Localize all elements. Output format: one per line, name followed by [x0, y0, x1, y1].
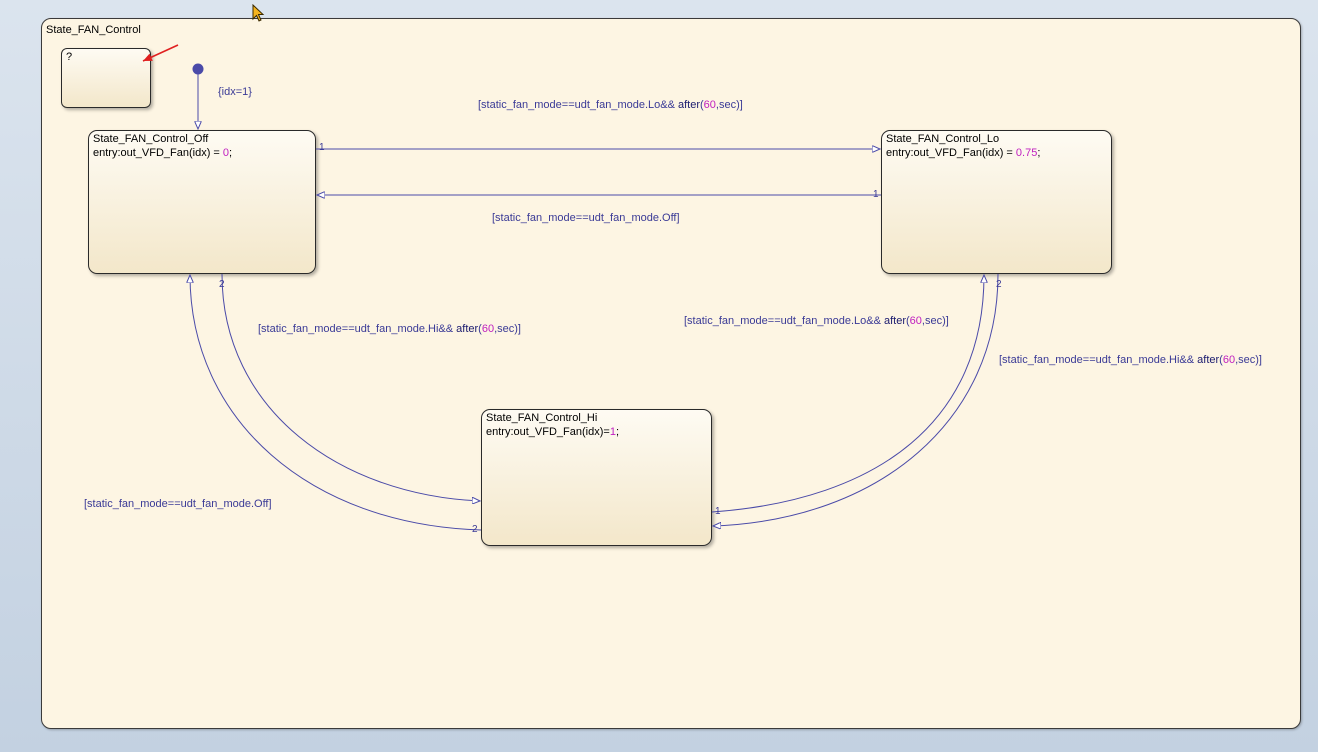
- label-hi-to-lo[interactable]: [static_fan_mode==udt_fan_mode.Lo&& afte…: [684, 315, 949, 327]
- superstate-title: State_FAN_Control: [46, 24, 141, 36]
- superstate-fan-control[interactable]: State_FAN_Control: [41, 18, 1301, 729]
- state-fan-control-off[interactable]: State_FAN_Control_Off entry:out_VFD_Fan(…: [88, 130, 316, 274]
- label-lo-to-hi[interactable]: [static_fan_mode==udt_fan_mode.Hi&& afte…: [999, 354, 1262, 366]
- state-off-entry-action: entry:out_VFD_Fan(idx) = 0;: [93, 147, 233, 159]
- state-hi-name: State_FAN_Control_Hi: [486, 412, 598, 424]
- label-hi-to-off[interactable]: [static_fan_mode==udt_fan_mode.Off]: [84, 498, 272, 510]
- priority-off-to-lo: 1: [319, 142, 325, 153]
- junction-box-label: ?: [66, 51, 73, 63]
- state-lo-entry-action: entry:out_VFD_Fan(idx) = 0.75;: [886, 147, 1041, 159]
- priority-lo-to-hi: 2: [996, 279, 1002, 290]
- priority-hi-to-off: 2: [472, 524, 478, 535]
- default-transition-label[interactable]: {idx=1}: [218, 86, 252, 98]
- state-off-name: State_FAN_Control_Off: [93, 133, 209, 145]
- priority-off-to-hi: 2: [219, 279, 225, 290]
- label-off-to-lo[interactable]: [static_fan_mode==udt_fan_mode.Lo&& afte…: [478, 99, 743, 111]
- state-lo-name: State_FAN_Control_Lo: [886, 133, 1000, 145]
- state-fan-control-lo[interactable]: State_FAN_Control_Lo entry:out_VFD_Fan(i…: [881, 130, 1112, 274]
- priority-lo-to-off: 1: [873, 189, 879, 200]
- label-lo-to-off[interactable]: [static_fan_mode==udt_fan_mode.Off]: [492, 212, 680, 224]
- junction-box[interactable]: ?: [61, 48, 151, 108]
- state-fan-control-hi[interactable]: State_FAN_Control_Hi entry:out_VFD_Fan(i…: [481, 409, 712, 546]
- mouse-cursor-icon: [252, 4, 265, 22]
- state-hi-entry-action: entry:out_VFD_Fan(idx)=1;: [486, 426, 619, 438]
- label-off-to-hi[interactable]: [static_fan_mode==udt_fan_mode.Hi&& afte…: [258, 323, 521, 335]
- priority-hi-to-lo: 1: [715, 506, 721, 517]
